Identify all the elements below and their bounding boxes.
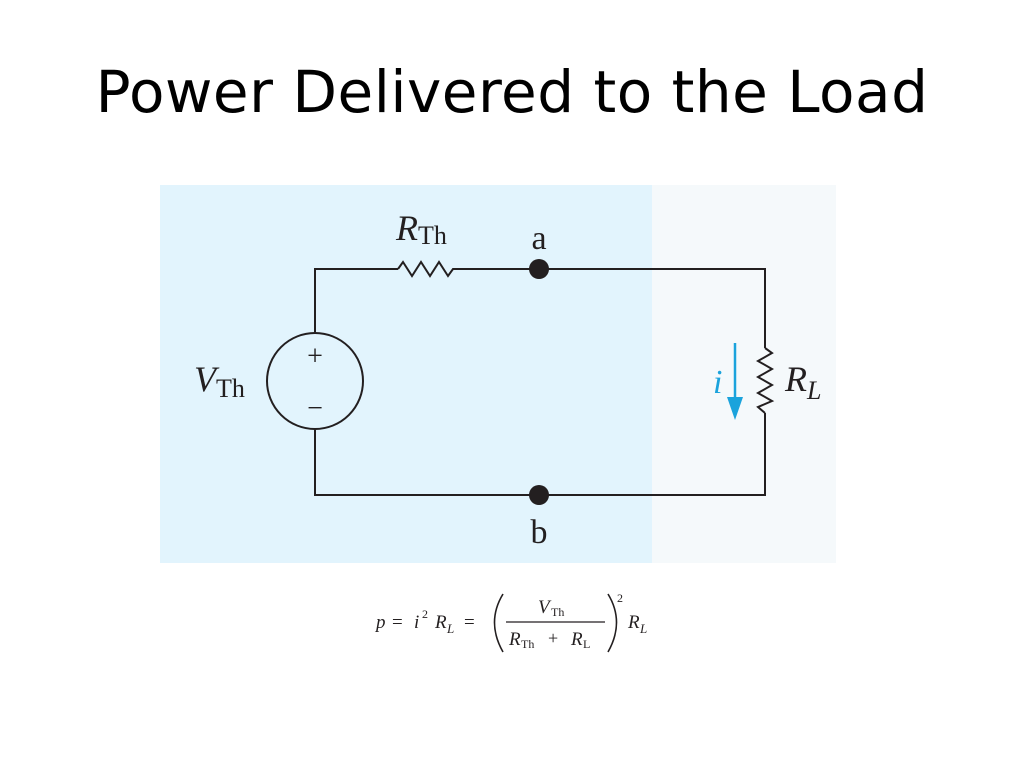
formula-den-plus: + xyxy=(548,628,558,648)
circuit-diagram: + − RTh a b VTh RL i xyxy=(160,185,836,563)
rl-label: RL xyxy=(784,359,821,405)
current-arrow-icon xyxy=(727,343,743,420)
power-formula: p = i 2 R L = V Th R Th + R L 2 R L xyxy=(374,591,647,653)
formula-num-sub: Th xyxy=(551,605,564,619)
formula-i-power: 2 xyxy=(422,607,428,621)
slide-title: Power Delivered to the Load xyxy=(95,58,929,126)
formula-left-paren xyxy=(493,593,504,653)
formula-p: p xyxy=(374,612,386,633)
formula-outer-R-sub: L xyxy=(639,621,647,636)
vth-symbol: V xyxy=(194,359,220,399)
node-a-label: a xyxy=(531,220,546,257)
formula-den-sub2: L xyxy=(583,637,590,651)
formula-outer-R: R xyxy=(627,612,640,633)
node-a-dot xyxy=(529,259,549,279)
voltage-source-icon xyxy=(266,332,364,430)
vth-subscript: Th xyxy=(216,374,245,403)
formula-R-sub: L xyxy=(446,621,454,636)
rl-subscript: L xyxy=(806,376,821,405)
formula-right-paren xyxy=(607,593,618,653)
formula-equals-2: = xyxy=(464,612,475,633)
node-b-label: b xyxy=(531,514,548,551)
rth-symbol: R xyxy=(395,208,418,248)
node-b-dot xyxy=(529,485,549,505)
thevenin-region xyxy=(160,185,652,563)
formula-den-R2: R xyxy=(570,629,583,650)
rl-resistor xyxy=(755,347,775,414)
rth-label: RTh xyxy=(395,208,447,250)
rth-subscript: Th xyxy=(418,221,447,250)
formula-i: i xyxy=(414,612,419,633)
formula-den-R1: R xyxy=(508,629,521,650)
vth-label: VTh xyxy=(194,359,245,403)
formula-outer-power: 2 xyxy=(617,591,623,605)
formula-den-sub1: Th xyxy=(521,637,534,651)
rth-resistor xyxy=(397,260,458,278)
formula-num-V: V xyxy=(538,597,552,618)
source-minus-sign: − xyxy=(307,393,323,424)
current-label: i xyxy=(713,364,722,401)
rl-symbol: R xyxy=(784,359,807,399)
source-plus-sign: + xyxy=(307,341,323,372)
load-region xyxy=(652,185,836,563)
formula-equals-1: = xyxy=(392,612,403,633)
formula-R: R xyxy=(434,612,447,633)
